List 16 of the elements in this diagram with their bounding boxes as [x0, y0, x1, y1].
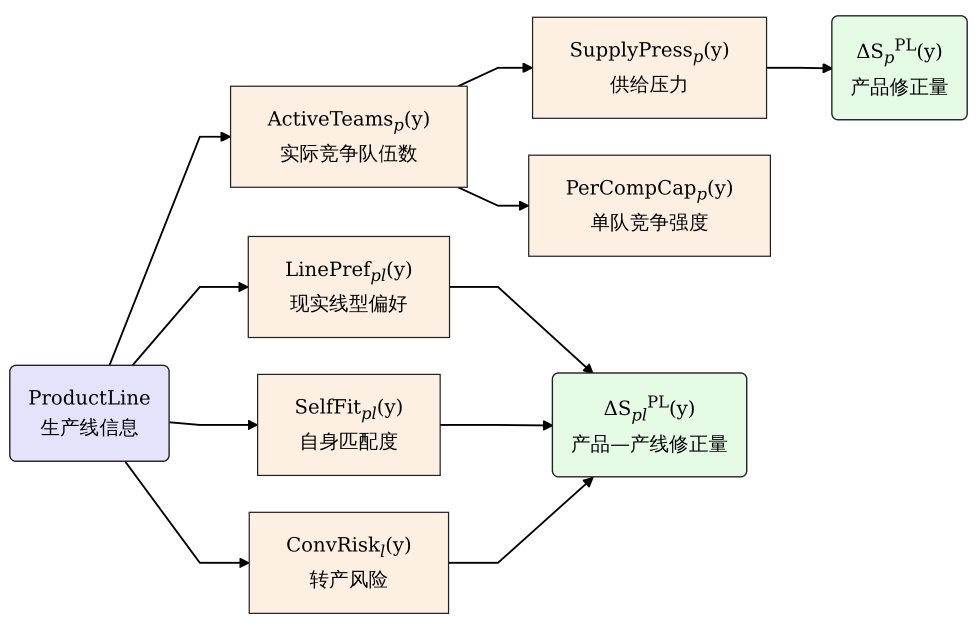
node-box: ConvRisk$_{l}$(y) 转产风险 — [248, 512, 450, 614]
arrow — [124, 462, 250, 569]
node-box: SupplyPress$_{p}$(y) 供给压力 — [532, 17, 768, 120]
node-box: SelfFit$_{pl}$(y) 自身匹配度 — [257, 374, 441, 476]
node-box: LinePref$_{pl}$(y) 现实线型偏好 — [248, 236, 450, 338]
arrow — [108, 132, 232, 367]
arrow — [458, 186, 530, 212]
arrow — [448, 477, 594, 564]
node-box: PerCompCap$_{p}$(y) 单队竞争强度 — [528, 154, 772, 258]
node-box: ActiveTeams$_{p}$(y) 实际竞争队伍数 — [230, 86, 468, 188]
arrow — [766, 63, 833, 74]
arrow — [450, 286, 594, 374]
arrow — [131, 282, 249, 367]
arrow — [440, 420, 554, 432]
arrow — [170, 420, 258, 431]
arrow — [458, 62, 534, 88]
